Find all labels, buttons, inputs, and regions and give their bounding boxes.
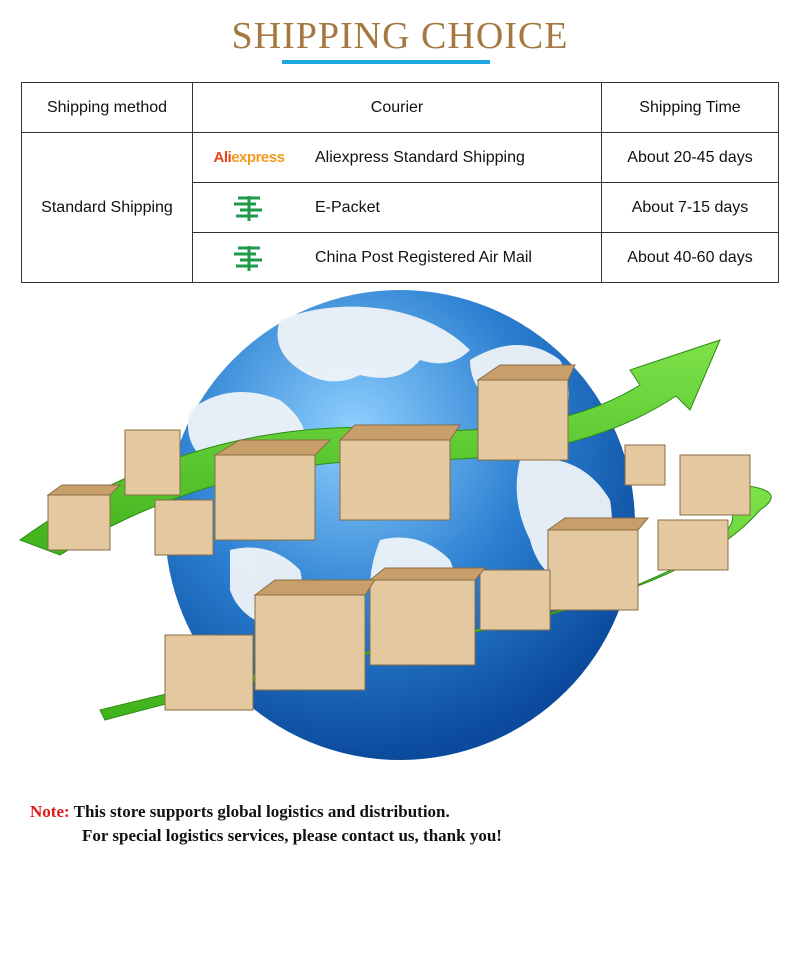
shipping-method-cell: Standard Shipping — [21, 132, 193, 283]
box — [657, 519, 729, 571]
box — [164, 634, 254, 711]
box — [679, 454, 751, 516]
table-row: China Post Registered Air Mail About 40-… — [22, 232, 779, 283]
box — [154, 499, 214, 556]
table-row: E-Packet About 7-15 days — [22, 182, 779, 233]
box — [547, 529, 639, 611]
shipping-time-cell: About 20-45 days — [601, 132, 779, 183]
title-underline — [282, 60, 490, 64]
globe-shipping-illustration — [18, 290, 772, 760]
china-post-icon — [234, 195, 262, 221]
shipping-time-cell: About 40-60 days — [601, 232, 779, 283]
box — [339, 439, 451, 521]
aliexpress-logo: Aliexpress — [213, 149, 285, 166]
shipping-table: Shipping method Courier Shipping Time St… — [21, 82, 779, 283]
shipping-time-cell: About 7-15 days — [601, 182, 779, 233]
table-header-row: Shipping method Courier Shipping Time — [21, 82, 779, 133]
note-text: Note: This store supports global logisti… — [30, 800, 502, 848]
header-shipping-method: Shipping method — [21, 82, 193, 133]
box — [254, 594, 366, 691]
cardboard-boxes — [46, 364, 751, 711]
box — [477, 379, 569, 461]
table-row: Standard Shipping Aliexpress Aliexpress … — [21, 132, 779, 283]
header-shipping-time: Shipping Time — [601, 82, 779, 133]
box — [214, 454, 316, 541]
note-line-1: This store supports global logistics and… — [73, 802, 450, 821]
box — [369, 579, 476, 666]
courier-cell: China Post Registered Air Mail — [192, 232, 602, 283]
page-title: SHIPPING CHOICE — [231, 15, 569, 57]
courier-cell: E-Packet — [192, 182, 602, 233]
note-label: Note: — [30, 802, 70, 821]
box — [479, 569, 551, 631]
box — [124, 429, 181, 496]
courier-name: Aliexpress Standard Shipping — [315, 148, 525, 166]
box — [624, 444, 666, 486]
courier-name: China Post Registered Air Mail — [315, 248, 532, 266]
courier-name: E-Packet — [315, 198, 380, 216]
header-courier: Courier — [192, 82, 602, 133]
china-post-icon — [234, 245, 262, 271]
note-line-2: For special logistics services, please c… — [82, 826, 502, 845]
box — [47, 494, 111, 551]
courier-cell: Aliexpress Aliexpress Standard Shipping — [192, 132, 602, 183]
